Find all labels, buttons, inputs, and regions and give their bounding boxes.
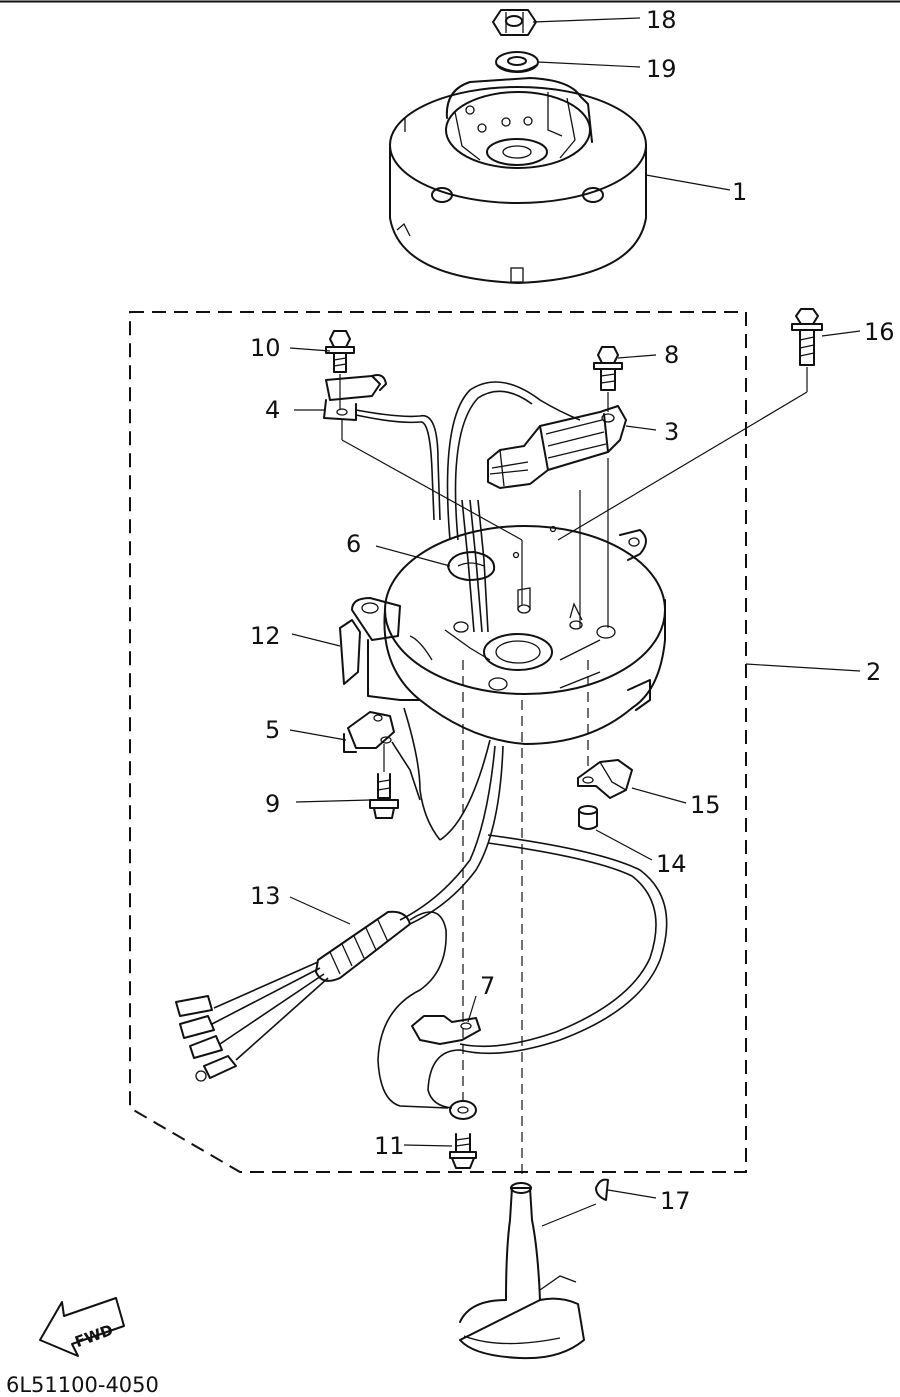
- charge-coil-icon: [487, 405, 627, 489]
- callout-10: 10: [250, 334, 281, 362]
- callout-4: 4: [265, 396, 280, 424]
- screw-icon: [369, 773, 399, 819]
- callout-labels: 18 19 1 2 3 4 5 6 7 8 9 10 11 12 13 14 1…: [250, 6, 895, 1215]
- callout-12: 12: [250, 622, 281, 650]
- callout-19: 19: [646, 55, 677, 83]
- forward-direction-arrow: FWD: [39, 1297, 125, 1357]
- callout-2: 2: [866, 658, 881, 686]
- callout-9: 9: [265, 790, 280, 818]
- fwd-label: FWD: [72, 1321, 115, 1351]
- callout-11: 11: [374, 1132, 405, 1160]
- grommet-icon: [447, 499, 496, 633]
- flywheel-icon: [389, 77, 647, 284]
- screw-icon: [593, 346, 623, 391]
- clamp-icon: [343, 711, 395, 753]
- clamp-icon: [411, 1015, 481, 1045]
- leader-lines: [289, 17, 861, 1227]
- screw-icon: [449, 1133, 477, 1169]
- stator-base-icon: [339, 525, 666, 745]
- callout-15: 15: [690, 791, 721, 819]
- ground-terminal-icon: [449, 1100, 477, 1120]
- callout-1: 1: [732, 178, 747, 206]
- stator-assembly-boundary: [129, 311, 747, 1173]
- callout-6: 6: [346, 530, 361, 558]
- stator-lead-wire: [454, 390, 533, 541]
- callout-8: 8: [664, 341, 679, 369]
- callout-16: 16: [864, 318, 895, 346]
- callout-17: 17: [660, 1187, 691, 1215]
- wire-harness-icon: [175, 910, 449, 1109]
- callout-14: 14: [656, 850, 687, 878]
- catalog-code: 6L51100-4050: [6, 1373, 159, 1397]
- woodruff-key-icon: [595, 1178, 609, 1201]
- screw-icon: [325, 330, 355, 373]
- callout-18: 18: [646, 6, 677, 34]
- pulser-coil-icon: [323, 374, 441, 521]
- bolt-icon: [791, 308, 823, 366]
- callout-13: 13: [250, 882, 281, 910]
- washer-icon: [495, 51, 539, 73]
- stator-lead-wires: [446, 381, 581, 541]
- crankshaft-icon: [459, 1182, 585, 1360]
- callout-5: 5: [265, 716, 280, 744]
- callout-7: 7: [480, 972, 495, 1000]
- nut-icon: [492, 9, 537, 36]
- callout-3: 3: [664, 418, 679, 446]
- clamp-icon: [577, 759, 633, 799]
- screw-icon: [578, 805, 598, 830]
